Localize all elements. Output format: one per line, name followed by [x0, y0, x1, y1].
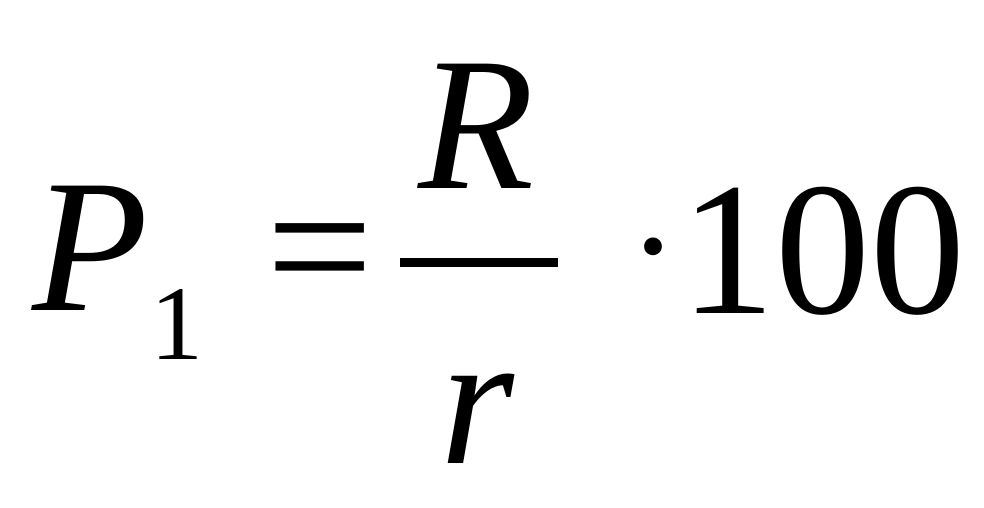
subscript-1: 1: [150, 265, 203, 382]
fraction-denominator: r: [440, 295, 514, 505]
multiplication-dot: ·: [628, 163, 678, 329]
fraction-bar: [400, 258, 558, 267]
variable-p: P: [32, 142, 149, 352]
fraction-numerator: R: [418, 20, 535, 230]
factor-100: 100: [680, 145, 965, 355]
equals-sign: =: [266, 142, 374, 352]
